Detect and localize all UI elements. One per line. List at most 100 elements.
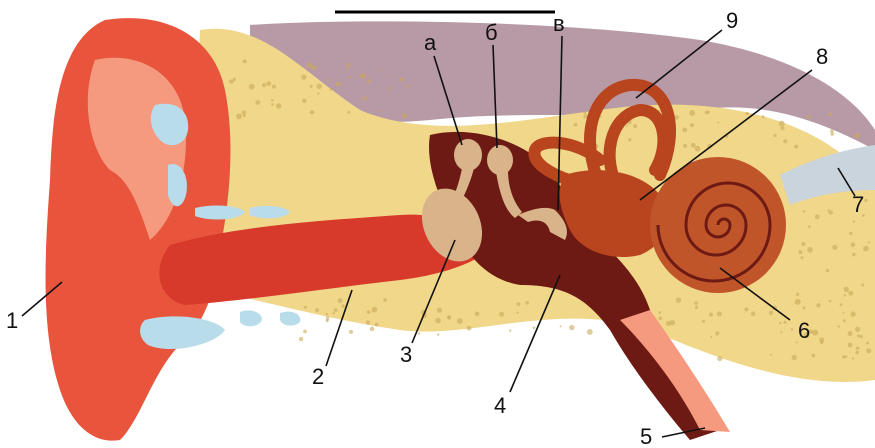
bone-spot [863, 246, 869, 252]
bone-spot [372, 307, 378, 313]
bone-spot [418, 332, 420, 334]
bone-spot [658, 316, 662, 320]
bone-spot [367, 310, 371, 314]
bone-spot [670, 320, 676, 326]
bone-spot [301, 75, 306, 80]
bone-spot [326, 313, 328, 315]
bone-spot [266, 81, 271, 86]
bone-spot [262, 83, 266, 87]
bone-spot [628, 138, 631, 141]
bone-spot [710, 336, 712, 338]
bone-spot [717, 356, 722, 361]
bone-spot [682, 127, 687, 132]
bone-spot [271, 99, 274, 102]
bone-spot [569, 325, 574, 330]
bone-spot [848, 331, 853, 336]
bone-spot [516, 312, 518, 314]
label-1: 1 [6, 308, 18, 333]
bone-spot [366, 320, 370, 324]
bone-spot [659, 311, 662, 314]
label-7: 7 [852, 192, 864, 217]
bone-spot [255, 100, 260, 105]
bone-spot [327, 79, 330, 82]
label-5: 5 [640, 424, 652, 448]
bone-spot [807, 247, 813, 253]
bone-spot [808, 225, 811, 228]
bone-spot [829, 300, 832, 303]
bone-spot [400, 78, 404, 82]
label-2: 2 [312, 364, 324, 389]
bone-spot [861, 284, 864, 287]
bone-spot [683, 144, 687, 148]
bone-spot [826, 269, 830, 273]
bone-spot [860, 335, 863, 338]
bone-spot [587, 329, 593, 335]
bone-spot [828, 112, 832, 116]
bone-spot [435, 318, 441, 324]
bone-spot [690, 123, 694, 127]
bone-spot [600, 116, 602, 118]
bone-spot [855, 351, 859, 355]
bone-spot [779, 322, 781, 324]
bone-spot [705, 111, 708, 114]
bone-spot [346, 63, 350, 67]
bone-spot [342, 304, 345, 307]
bone-spot [803, 210, 806, 213]
bone-spot [702, 320, 705, 323]
bone-spot [855, 327, 860, 332]
bone-spot [851, 242, 856, 247]
bone-spot [388, 87, 391, 90]
bone-spot [383, 298, 387, 302]
bone-spot [796, 293, 799, 296]
bone-spot [236, 113, 242, 119]
cartilage-lower-2 [240, 310, 262, 326]
bone-spot [717, 122, 719, 124]
bone-spot [751, 312, 756, 317]
bone-spot [801, 242, 805, 246]
bone-spot [864, 199, 867, 202]
bone-spot [842, 312, 844, 314]
bone-spot [842, 355, 846, 359]
bone-spot [302, 99, 307, 104]
bone-spot [794, 145, 798, 149]
bone-spot [315, 308, 319, 312]
bone-spot [346, 67, 349, 70]
bone-spot [812, 354, 816, 358]
bone-spot [800, 256, 803, 259]
bone-spot [243, 114, 246, 117]
bone-spot [844, 287, 849, 292]
bone-spot [774, 134, 777, 137]
bone-spot [272, 85, 276, 89]
bone-spot [783, 139, 787, 143]
bone-spot [831, 132, 835, 136]
bone-spot [533, 326, 536, 329]
bone-spot [816, 303, 820, 307]
bone-spot [349, 330, 353, 334]
bone-spot [390, 75, 392, 77]
bone-spot [375, 323, 379, 327]
bone-spot [838, 325, 840, 327]
bone-spot [762, 115, 765, 118]
bone-spot [457, 318, 463, 324]
bone-spot [467, 326, 472, 331]
bone-spot [795, 299, 801, 305]
bone-spot [303, 330, 307, 334]
bone-spot [769, 311, 773, 315]
bone-spot [695, 146, 701, 152]
bone-spot [847, 130, 849, 132]
bone-spot [475, 312, 480, 317]
bone-spot [848, 291, 853, 296]
bone-spot [770, 354, 772, 356]
label-6: 6 [798, 318, 810, 343]
bone-spot [791, 328, 793, 330]
bone-spot [249, 84, 255, 90]
bone-spot [815, 214, 820, 219]
bone-spot [574, 123, 578, 127]
bone-spot [276, 103, 281, 108]
bone-spot [338, 298, 343, 303]
label-8: 8 [816, 44, 828, 69]
bone-spot [691, 143, 696, 148]
bone-spot [802, 306, 805, 309]
bone-spot [499, 312, 504, 317]
